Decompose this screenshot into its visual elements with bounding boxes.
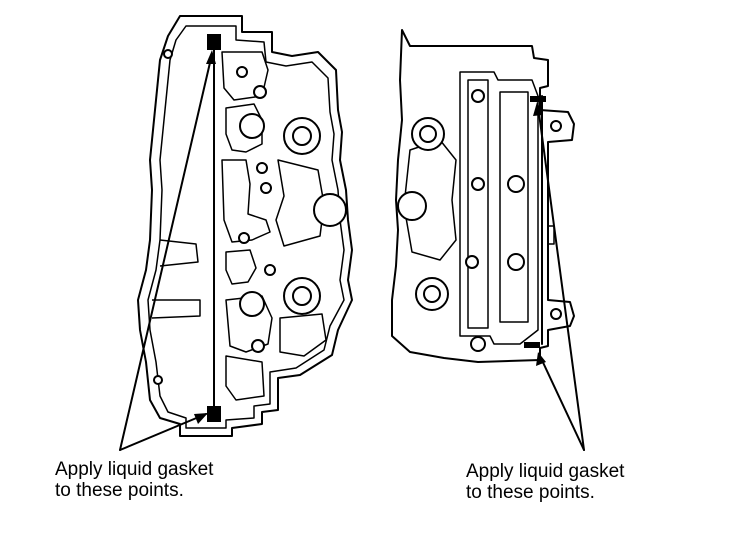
right-left-web: [403, 139, 457, 261]
left-hole-7: [251, 339, 265, 353]
left-arrowhead-bottom: [194, 413, 208, 424]
right-cylinder-head-view: [391, 29, 585, 451]
right-hole-2: [471, 177, 485, 191]
left-passage-2: [225, 103, 263, 153]
left-hole-1: [253, 85, 267, 99]
left-lower-web: [279, 313, 327, 357]
right-boss-center: [397, 191, 427, 221]
left-gasket-mark-bottom: [207, 406, 221, 422]
right-tab-upper: [548, 225, 555, 245]
left-passage-4: [225, 249, 257, 285]
right-caption-line-1: Apply liquid gasket: [466, 461, 625, 482]
left-hole-3: [256, 162, 268, 174]
left-hole-9: [153, 375, 163, 385]
right-hole-5: [507, 175, 525, 193]
left-leader-line-bottom: [119, 413, 207, 451]
right-gasket-mark-bottom: [524, 342, 540, 348]
right-bolt-boss-lower-inner: [423, 285, 441, 303]
left-housing-outline: [137, 15, 353, 437]
right-caption: Apply liquid gasket to these points.: [466, 461, 624, 503]
right-housing-outline: [391, 29, 575, 363]
right-arrowhead-bottom: [536, 352, 546, 366]
left-gasket-mark-top: [207, 34, 221, 50]
left-hole-2: [236, 66, 248, 78]
right-leader-line-top: [537, 105, 585, 451]
left-boss-b: [239, 291, 265, 317]
left-boss-a: [239, 113, 265, 139]
left-hole-6: [264, 264, 276, 276]
left-bolt-boss-upper-inner: [292, 126, 312, 146]
left-arrowhead-top: [206, 50, 216, 64]
right-hole-8: [550, 308, 562, 320]
left-hole-8: [163, 49, 173, 59]
left-left-rib-2: [151, 299, 201, 319]
left-caption-line-2: to these points.: [55, 480, 184, 501]
right-bolt-boss-upper-inner: [419, 125, 437, 143]
right-hole-1: [471, 89, 485, 103]
right-hole-4: [470, 336, 486, 352]
left-hole-4: [260, 182, 272, 194]
right-hole-7: [550, 120, 562, 132]
left-hole-5: [238, 232, 250, 244]
right-leader-line-bottom: [539, 355, 585, 451]
left-center-web: [275, 159, 325, 247]
right-hole-3: [465, 255, 479, 269]
right-gear-housing: [499, 91, 529, 323]
right-arrowhead-top: [533, 102, 543, 116]
left-caption-line-1: Apply liquid gasket: [55, 459, 214, 480]
left-left-rib: [159, 239, 199, 267]
left-passage-3: [221, 159, 271, 243]
left-housing-inner-rim: [147, 25, 345, 429]
left-bolt-boss-lower-inner: [292, 286, 312, 306]
left-leader-line-top: [119, 53, 213, 451]
left-caption: Apply liquid gasket to these points.: [55, 459, 213, 501]
right-carrier-plate: [459, 71, 539, 345]
right-gasket-mark-top: [530, 96, 546, 102]
right-carrier-inner: [467, 79, 489, 329]
right-hole-6: [507, 253, 525, 271]
right-caption-line-2: to these points.: [466, 482, 595, 503]
left-cylinder-head-view: [119, 15, 353, 451]
left-passage-6: [225, 355, 265, 401]
left-boss-c: [313, 193, 347, 227]
